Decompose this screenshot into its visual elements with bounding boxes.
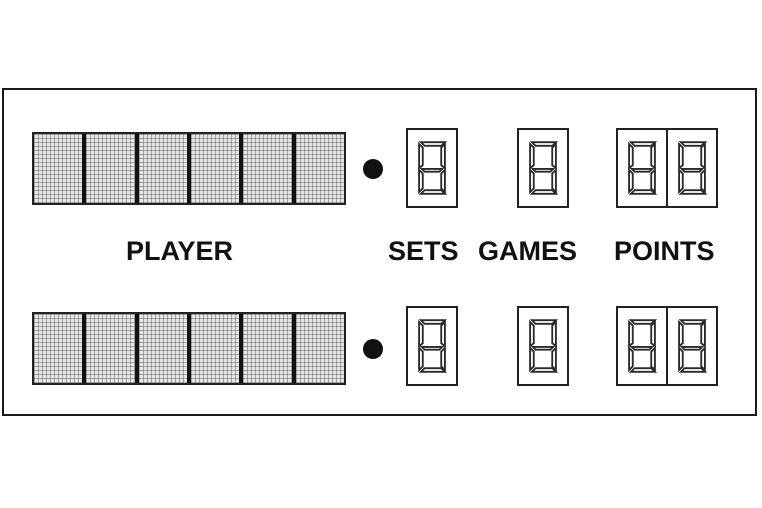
player-1-points-tens-digit xyxy=(616,128,668,208)
player-1-serve-indicator xyxy=(363,159,383,179)
seven-segment-digit xyxy=(418,141,448,195)
matrix-cell xyxy=(243,314,296,383)
seven-segment-digit xyxy=(678,319,708,373)
seven-segment-digit xyxy=(678,141,708,195)
matrix-cell xyxy=(190,134,244,203)
player-2-points-tens-digit xyxy=(616,306,668,386)
scoreboard: PLAYER SETS GAMES POINTS xyxy=(2,88,757,416)
points-label: POINTS xyxy=(614,236,715,266)
seven-segment-digit xyxy=(418,319,448,373)
matrix-cell xyxy=(86,314,139,383)
seven-segment-digit xyxy=(628,141,658,195)
player-1-name-panel xyxy=(32,132,346,205)
player-2-games-digit xyxy=(517,306,569,386)
matrix-cell xyxy=(190,314,244,383)
sets-label: SETS xyxy=(388,236,459,266)
matrix-cell xyxy=(295,134,344,203)
player-1-sets-digit xyxy=(406,128,458,208)
matrix-cell xyxy=(86,134,139,203)
matrix-cell xyxy=(243,134,296,203)
games-label: GAMES xyxy=(478,236,578,266)
matrix-cell xyxy=(138,134,191,203)
seven-segment-digit xyxy=(628,319,658,373)
player-2-points-units-digit xyxy=(666,306,718,386)
matrix-cell xyxy=(138,314,191,383)
player-1-points-units-digit xyxy=(666,128,718,208)
player-label: PLAYER xyxy=(126,236,234,266)
player-2-name-panel xyxy=(32,312,346,385)
player-2-serve-indicator xyxy=(363,339,383,359)
matrix-cell xyxy=(34,134,87,203)
player-2-sets-digit xyxy=(406,306,458,386)
player-1-games-digit xyxy=(517,128,569,208)
matrix-cell xyxy=(295,314,344,383)
seven-segment-digit xyxy=(529,319,559,373)
matrix-cell xyxy=(34,314,87,383)
seven-segment-digit xyxy=(529,141,559,195)
